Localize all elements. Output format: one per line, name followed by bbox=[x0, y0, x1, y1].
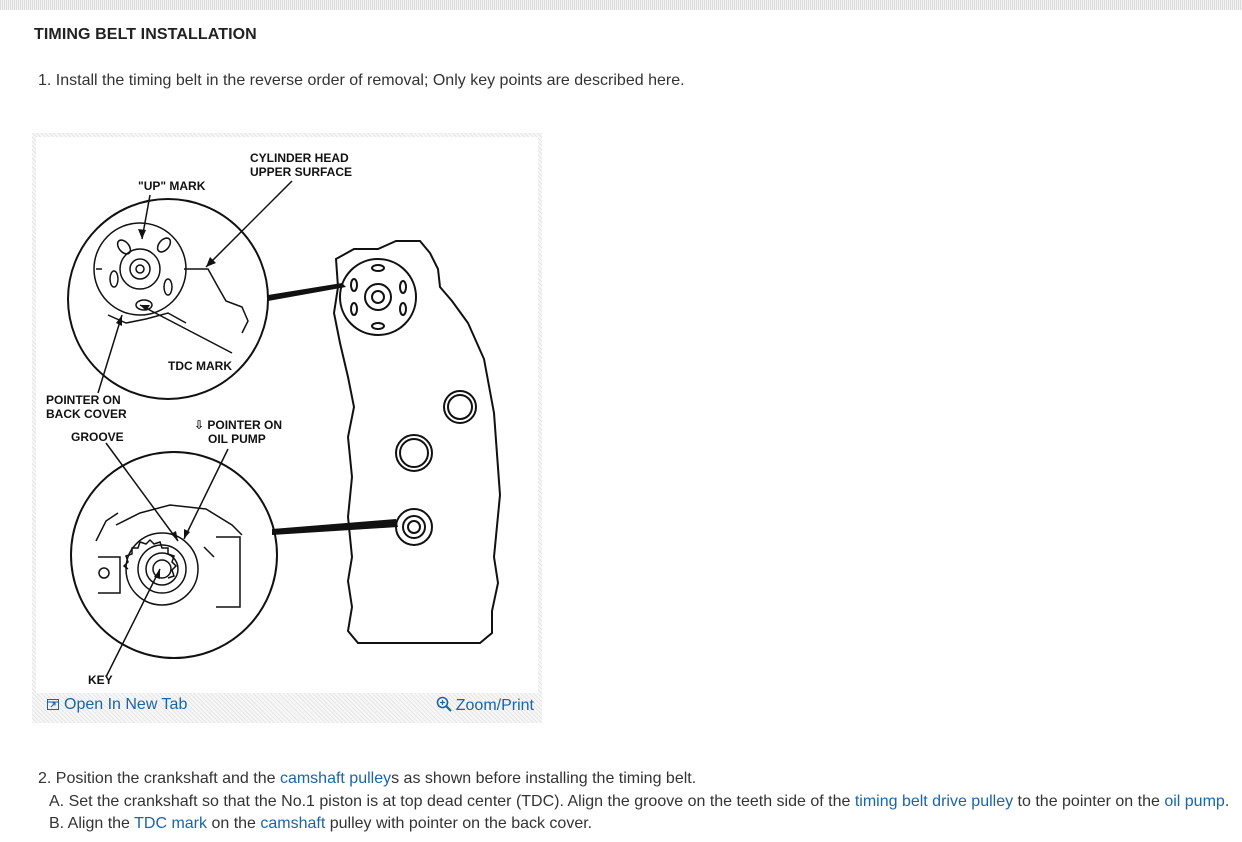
new-tab-icon bbox=[47, 698, 60, 716]
camshaft-pulley bbox=[339, 258, 417, 336]
step-b-end: pulley with pointer on the back cover. bbox=[325, 815, 593, 832]
label-key: KEY bbox=[88, 673, 113, 687]
step-a-mid: to the pointer on the bbox=[1013, 792, 1165, 810]
zoom-print-label: Zoom/Print bbox=[455, 697, 534, 714]
figure-frame: CYLINDER HEAD UPPER SURFACE "UP" MARK TD… bbox=[32, 133, 542, 723]
step-2-text: 2. Position the crankshaft and the camsh… bbox=[38, 768, 1229, 791]
label-groove: GROOVE bbox=[71, 430, 124, 444]
open-in-new-tab-link[interactable]: Open In New Tab bbox=[47, 696, 187, 716]
crankshaft-pulley-block bbox=[395, 508, 433, 546]
idler-pulley bbox=[443, 390, 477, 424]
belt-lower bbox=[272, 519, 398, 535]
step-b-mid: on the bbox=[207, 815, 261, 832]
step-2-lead: 2. Position the crankshaft and the bbox=[38, 770, 280, 787]
label-pointer-on-oil: ⇩ POINTER ON bbox=[194, 418, 282, 432]
step-b-text: B. Align the TDC mark on the camshaft pu… bbox=[38, 813, 1229, 836]
step-b-lead: B. Align the bbox=[49, 815, 135, 832]
step-a-lead: A. Set the crankshaft so that the No.1 p… bbox=[49, 792, 855, 810]
step-a-end: . bbox=[1224, 792, 1230, 810]
tensioner-pulley bbox=[395, 434, 433, 472]
camshaft-link[interactable]: camshaft bbox=[260, 815, 326, 832]
step-1-text: 1. Install the timing belt in the revers… bbox=[38, 72, 685, 89]
label-back-cover: BACK COVER bbox=[46, 407, 127, 421]
oil-pump-link[interactable]: oil pump bbox=[1164, 792, 1225, 810]
zoom-print-link[interactable]: Zoom/Print bbox=[436, 696, 534, 717]
timing-belt-drive-pulley-link[interactable]: timing belt drive pulley bbox=[854, 792, 1014, 810]
step-a-text: A. Set the crankshaft so that the No.1 p… bbox=[38, 791, 1229, 814]
diagram-svg: CYLINDER HEAD UPPER SURFACE "UP" MARK TD… bbox=[46, 151, 502, 687]
top-divider bbox=[0, 0, 1242, 10]
label-pointer-on: POINTER ON bbox=[46, 393, 121, 407]
label-tdc-mark: TDC MARK bbox=[168, 359, 232, 373]
crank-detail-circle bbox=[70, 451, 278, 659]
camshaft-pulley-link[interactable]: camshaft pulley bbox=[279, 770, 392, 787]
page-title: TIMING BELT INSTALLATION bbox=[34, 26, 257, 43]
tdc-mark-link[interactable]: TDC mark bbox=[134, 815, 207, 832]
label-oil-pump: OIL PUMP bbox=[208, 432, 266, 446]
open-in-new-tab-label: Open In New Tab bbox=[64, 696, 188, 713]
engine-block-outline bbox=[332, 240, 502, 644]
label-upper-surface: UPPER SURFACE bbox=[250, 165, 352, 179]
timing-belt-diagram: CYLINDER HEAD UPPER SURFACE "UP" MARK TD… bbox=[36, 137, 538, 693]
belt-upper bbox=[268, 283, 346, 301]
label-cylinder-head: CYLINDER HEAD bbox=[250, 151, 349, 165]
step-2-tail: s as shown before installing the timing … bbox=[391, 770, 697, 787]
magnifier-icon bbox=[436, 696, 452, 717]
steps-section: 2. Position the crankshaft and the camsh… bbox=[38, 768, 1229, 836]
label-up-mark: "UP" MARK bbox=[138, 179, 206, 193]
